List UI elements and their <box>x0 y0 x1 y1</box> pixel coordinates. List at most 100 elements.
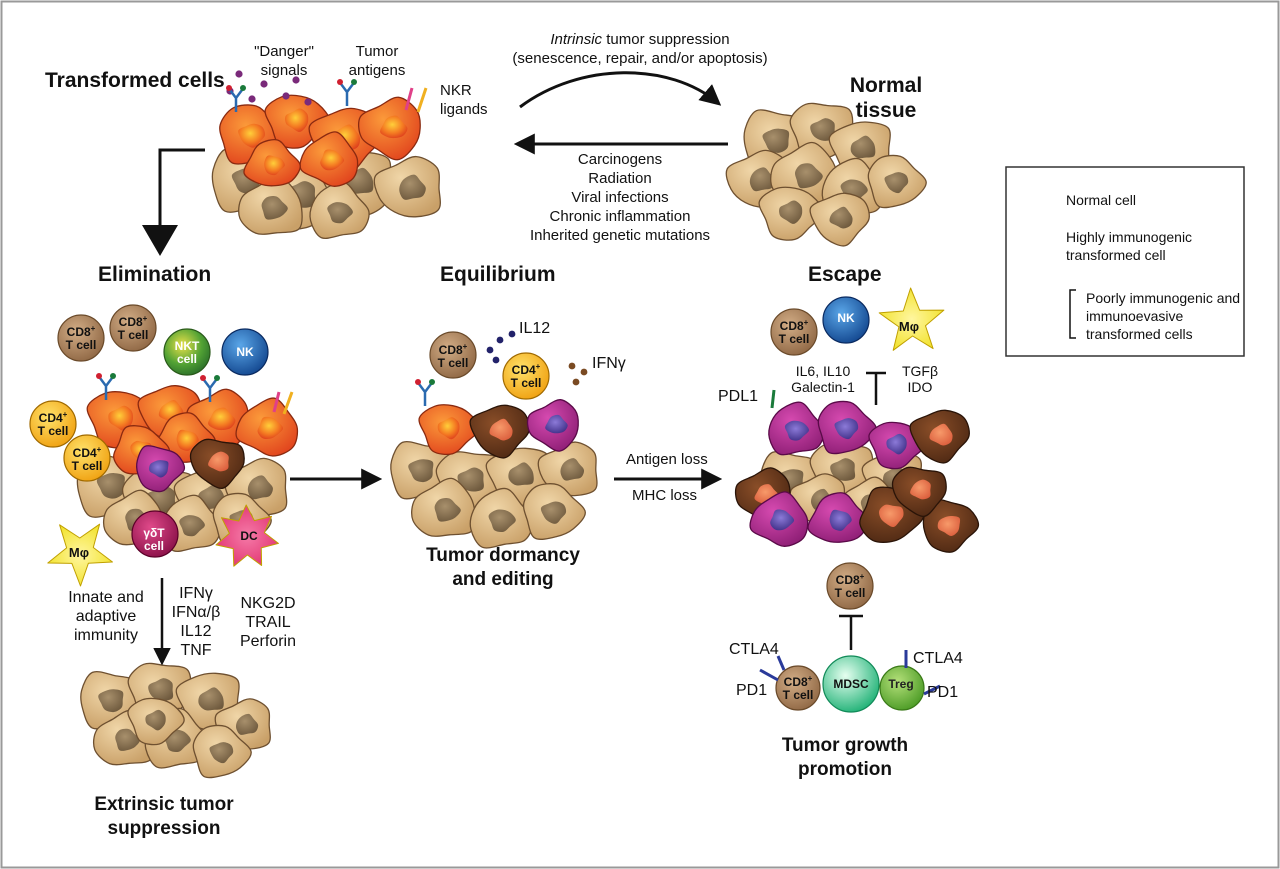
pdl1-label: PDL1 <box>718 388 759 405</box>
il12-label: IL12 <box>519 320 551 337</box>
ctla4-right-label: CTLA4 <box>913 650 963 667</box>
normal-cell-nucleus <box>810 118 836 141</box>
transformed-cell <box>357 96 421 161</box>
receptor-tip-red <box>415 379 421 385</box>
normal-cell-nucleus <box>261 195 288 220</box>
il12-dot <box>496 336 504 344</box>
escape-cluster <box>734 400 980 553</box>
brown-cell-nucleus <box>929 423 953 446</box>
cd8-label-bottom: CD8+T cell <box>782 674 814 702</box>
heading-elimination: Elimination <box>98 263 212 286</box>
transformed-cell <box>299 131 359 187</box>
brown-cell-nucleus <box>910 479 931 500</box>
ctla4-left-label: CTLA4 <box>729 641 779 658</box>
cd8-cell <box>57 314 105 362</box>
mdsc-label: MDSC <box>833 677 869 691</box>
nkr-ligands-label: NKR ligands <box>440 82 488 118</box>
normal-cell-nucleus <box>148 678 174 701</box>
receptor-tip-red <box>96 373 102 379</box>
brown-cell <box>189 438 245 489</box>
transformed-cell <box>243 138 301 187</box>
ifng-dot <box>580 368 588 376</box>
receptor-tip-green <box>351 79 357 85</box>
dc-label: DC <box>240 529 258 543</box>
mphi-label-esc: Mφ <box>898 319 920 334</box>
tumor-antigen-receptor <box>415 379 435 406</box>
receptor-tip-red <box>200 375 206 381</box>
transformed-cell-nucleus <box>208 407 236 431</box>
transformed-cell-nucleus <box>238 123 265 148</box>
treg-label: Treg <box>888 677 914 691</box>
nk-label-a: NK <box>236 345 254 359</box>
normal-cell-nucleus <box>179 515 205 537</box>
normal-cell-nucleus <box>209 742 234 764</box>
intrinsic-suppression-label: Intrinsic tumor suppression <box>550 31 730 48</box>
arrow-to-elimination-line <box>158 148 205 235</box>
normal-cell <box>867 154 927 209</box>
cause-item-0: Carcinogens <box>577 151 663 168</box>
transformed-cell-nucleus <box>437 417 460 440</box>
receptor-stem <box>418 383 432 406</box>
magenta-cell <box>135 445 186 493</box>
receptor-tip-green <box>110 373 116 379</box>
normal-cell <box>809 192 870 247</box>
brown-cell <box>469 404 530 459</box>
normal-cell <box>469 487 534 549</box>
antigen-loss-label: Antigen loss <box>626 451 708 468</box>
nkr-ligand <box>272 391 281 413</box>
cd8-label-eq: CD8+T cell <box>437 342 469 370</box>
brown-cell <box>891 466 947 517</box>
cd8-cell <box>109 304 157 352</box>
nkr-ligand <box>776 655 786 671</box>
cd8-cell <box>429 331 477 379</box>
normal-cell-nucleus <box>488 509 516 532</box>
cytokine-item-3: TNF <box>180 642 212 659</box>
receptor-tip-red <box>337 79 343 85</box>
cd4-label-a: CD4+T cell <box>37 410 69 438</box>
normal-cell-nucleus <box>408 459 434 483</box>
nk-cell <box>822 296 870 344</box>
heading-normal-tissue: Normal tissue <box>849 74 923 122</box>
heading-transformed-cells: Transformed cells <box>45 69 225 92</box>
normal-cell-nucleus <box>457 467 484 492</box>
ido-label: IDO <box>907 379 933 395</box>
galectin-label: Galectin-1 <box>791 379 855 395</box>
transformed-cell-nucleus <box>108 405 134 431</box>
cd8-label-a: CD8+T cell <box>65 324 97 352</box>
heading-extrinsic: Extrinsic tumor suppression <box>94 794 234 839</box>
transformed-cell-nucleus <box>320 149 345 171</box>
nkr-ligand <box>416 87 428 113</box>
danger-signal-dot <box>260 80 268 88</box>
cytokine-item-2: IL12 <box>180 623 212 640</box>
extrinsic-cluster <box>80 662 271 779</box>
normal-cell-nucleus <box>247 475 273 500</box>
mdsc-cell <box>822 655 880 713</box>
arrow-intrinsic <box>519 71 722 109</box>
normal-cell-nucleus <box>779 200 803 224</box>
danger-signal-dot <box>235 70 243 78</box>
cd4-cell <box>502 352 550 400</box>
normal-cell-nucleus <box>829 206 853 229</box>
pd1-left-label: PD1 <box>736 682 768 699</box>
normal-cell-nucleus <box>145 709 166 731</box>
normal-cell-nucleus <box>235 713 259 735</box>
normal-tissue-cluster <box>725 102 927 247</box>
danger-signal-dot <box>292 76 300 84</box>
macrophage-cell <box>878 287 945 351</box>
cd8-cell <box>826 562 874 610</box>
cause-item-1: Radiation <box>588 170 652 187</box>
receptor-stem <box>229 89 243 112</box>
normal-cell <box>373 155 441 218</box>
magenta-cell <box>817 400 877 455</box>
nkr-ligand <box>282 391 294 415</box>
gamma-delta-t-cell <box>131 510 179 558</box>
normal-cell-nucleus <box>795 163 823 189</box>
il6-il10-label: IL6, IL10 <box>795 363 851 379</box>
normal-cell-nucleus <box>850 135 876 159</box>
legend-highly-label: Highly immunogenic transformed cell <box>1066 229 1193 263</box>
normal-cell-nucleus <box>830 458 856 481</box>
cause-item-3: Chronic inflammation <box>549 208 691 225</box>
